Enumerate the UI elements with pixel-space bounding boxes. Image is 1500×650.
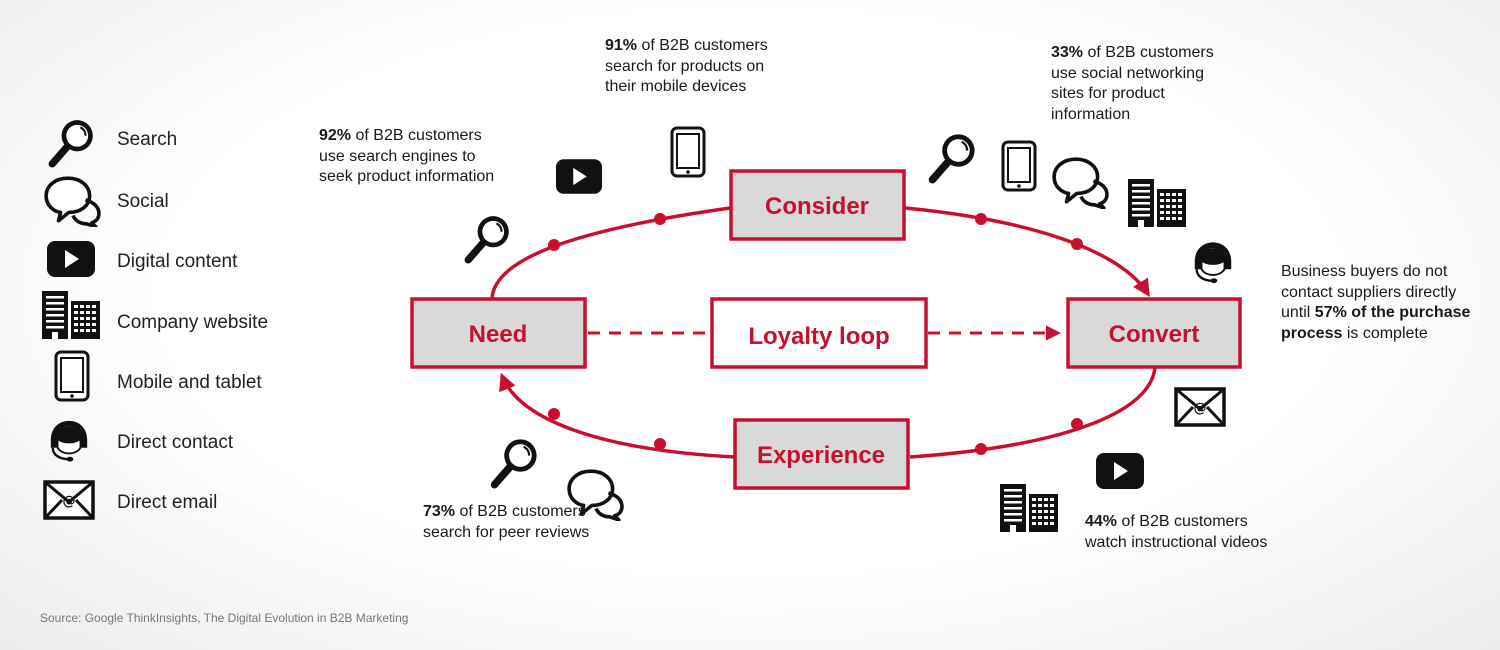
mobile-tablet-icon xyxy=(670,126,706,178)
digital-content-icon xyxy=(47,241,95,277)
social-icon xyxy=(44,176,101,227)
mobile-tablet-icon xyxy=(1001,140,1037,192)
arc-dot xyxy=(1071,418,1083,430)
stat-experience: 73% of B2B customers search for peer rev… xyxy=(423,502,598,543)
legend-label-digital-content: Digital content xyxy=(117,251,238,272)
cycle-arcs xyxy=(490,206,1157,459)
stat-consider-text: of B2B customers search for products on … xyxy=(605,37,768,95)
search-icon xyxy=(468,216,509,260)
stat-convert-top-text: of B2B customers use social networking s… xyxy=(1051,44,1214,123)
stage-experience: Experience xyxy=(733,418,910,490)
search-icon xyxy=(52,120,93,164)
stat-need-text: of B2B customers use search engines to s… xyxy=(319,127,495,185)
stat-consider: 91% of B2B customers search for products… xyxy=(605,36,790,98)
stat-consider-percent: 91% xyxy=(605,37,638,54)
stage-consider-label: Consider xyxy=(765,193,869,220)
stat-video-percent: 44% xyxy=(1085,513,1118,530)
stage-loyalty-loop: Loyalty loop xyxy=(710,297,928,369)
arc-dot xyxy=(654,438,666,450)
direct-email-icon xyxy=(1174,387,1226,427)
arc-experience-to-need xyxy=(499,372,736,459)
stat-convert-side-bold: 57% of the purchase process xyxy=(1281,304,1471,342)
stage-need: Need xyxy=(410,297,587,369)
stat-video-text: of B2B customers watch instructional vid… xyxy=(1085,513,1268,551)
digital-content-icon xyxy=(555,159,603,194)
direct-email-icon xyxy=(43,480,95,520)
arc-convert-to-experience xyxy=(909,367,1157,459)
direct-contact-icon xyxy=(1193,241,1233,285)
legend-label-social: Social xyxy=(117,191,169,212)
stage-convert: Convert xyxy=(1066,297,1242,369)
legend-label-search: Search xyxy=(117,129,178,150)
stage-experience-label: Experience xyxy=(757,442,885,469)
stage-loyalty-label: Loyalty loop xyxy=(748,323,889,350)
stat-convert-side: Business buyers do not contact suppliers… xyxy=(1281,262,1471,344)
mobile-tablet-icon xyxy=(54,350,90,402)
arc-dot xyxy=(548,408,560,420)
stat-convert-top: 33% of B2B customers use social networki… xyxy=(1051,43,1236,125)
arc-dot xyxy=(1071,238,1083,250)
social-icon xyxy=(1052,157,1109,209)
stat-need: 92% of B2B customers use search engines … xyxy=(319,126,504,188)
stage-need-label: Need xyxy=(469,321,528,348)
digital-content-icon xyxy=(1096,453,1144,489)
stage-convert-label: Convert xyxy=(1109,321,1200,348)
legend-icons xyxy=(42,120,101,520)
arc-dot xyxy=(548,239,560,251)
legend-label-company-website: Company website xyxy=(117,312,269,333)
arc-consider-to-convert xyxy=(904,206,1150,297)
search-icon xyxy=(932,134,974,179)
stat-convert-side-text1: Business buyers do not contact suppliers… xyxy=(1281,263,1457,321)
direct-contact-icon xyxy=(49,419,89,463)
legend-label-direct-contact: Direct contact xyxy=(117,432,234,453)
stat-convert-side-text2: is complete xyxy=(1342,324,1428,342)
legend-label-direct-email: Direct email xyxy=(117,492,218,513)
stage-consider: Consider xyxy=(729,169,906,241)
stat-video: 44% of B2B customers watch instructional… xyxy=(1085,512,1270,553)
arc-need-to-consider xyxy=(490,206,731,299)
arc-dot xyxy=(654,213,666,225)
stat-convert-top-percent: 33% xyxy=(1051,44,1084,61)
stat-experience-text: of B2B customers search for peer reviews xyxy=(423,503,590,541)
arc-dot xyxy=(975,443,987,455)
company-website-icon xyxy=(42,291,100,339)
stat-need-percent: 92% xyxy=(319,127,352,144)
stat-experience-percent: 73% xyxy=(423,503,456,520)
company-website-icon xyxy=(1000,484,1058,532)
source-note: Source: Google ThinkInsights, The Digita… xyxy=(40,611,409,625)
arc-dot xyxy=(975,213,987,225)
search-icon xyxy=(494,439,536,484)
legend-label-mobile-tablet: Mobile and tablet xyxy=(117,372,262,393)
company-website-icon xyxy=(1128,179,1186,227)
